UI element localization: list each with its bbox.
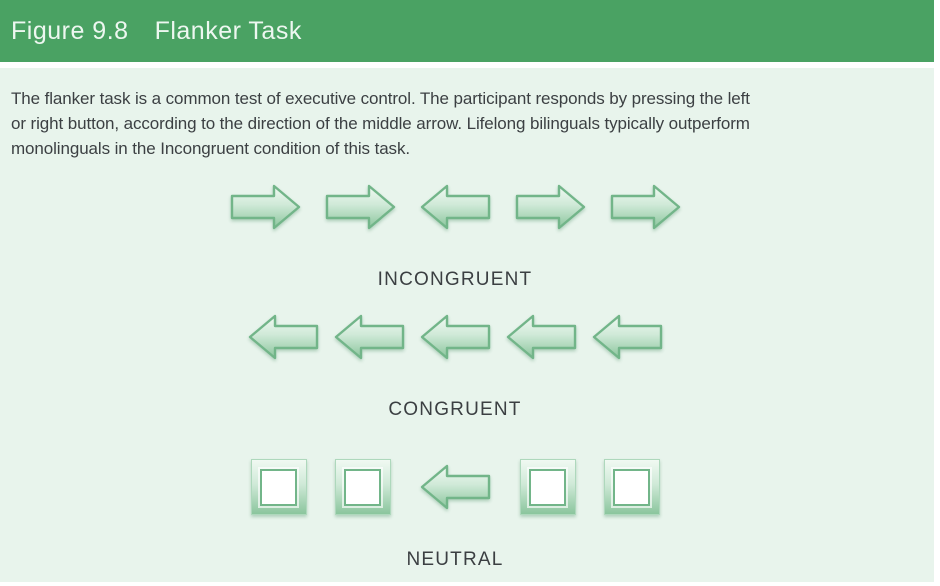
arrow-left-icon	[248, 314, 318, 360]
square-inner	[613, 468, 650, 506]
arrow-right-icon	[325, 184, 395, 230]
condition-neutral: NEUTRAL	[0, 459, 910, 571]
arrow-left-icon	[592, 314, 662, 360]
figure-number: Figure 9.8	[11, 16, 129, 45]
figure-title: Flanker Task	[154, 16, 302, 45]
square-icon	[519, 459, 576, 515]
figure-description: The flanker task is a common test of exe…	[11, 89, 750, 158]
figure-body: The flanker task is a common test of exe…	[0, 68, 934, 582]
condition-label: INCONGRUENT	[377, 269, 533, 290]
square-inner	[529, 468, 566, 506]
figure-header-bar: Figure 9.8 Flanker Task	[0, 0, 934, 62]
square-icon	[334, 459, 391, 515]
stimulus-row	[0, 459, 910, 515]
square-icon	[603, 459, 660, 515]
stimulus-row	[0, 313, 910, 361]
arrow-left-icon	[420, 184, 490, 230]
arrow-left-icon	[420, 314, 490, 360]
square-icon	[250, 459, 307, 515]
condition-label: CONGRUENT	[388, 399, 522, 420]
condition-congruent: CONGRUENT	[0, 313, 910, 421]
stimulus-row	[0, 183, 910, 231]
condition-incongruent: INCONGRUENT	[0, 183, 910, 291]
conditions-area: INCONGRUENT CONGRUENT NEUTRAL	[0, 183, 934, 571]
square-inner	[344, 468, 381, 506]
square-inner	[260, 468, 297, 506]
condition-label: NEUTRAL	[406, 549, 504, 570]
arrow-left-icon	[420, 464, 490, 510]
arrow-right-icon	[610, 184, 680, 230]
arrow-left-icon	[334, 314, 404, 360]
arrow-right-icon	[230, 184, 300, 230]
arrow-right-icon	[515, 184, 585, 230]
arrow-left-icon	[506, 314, 576, 360]
